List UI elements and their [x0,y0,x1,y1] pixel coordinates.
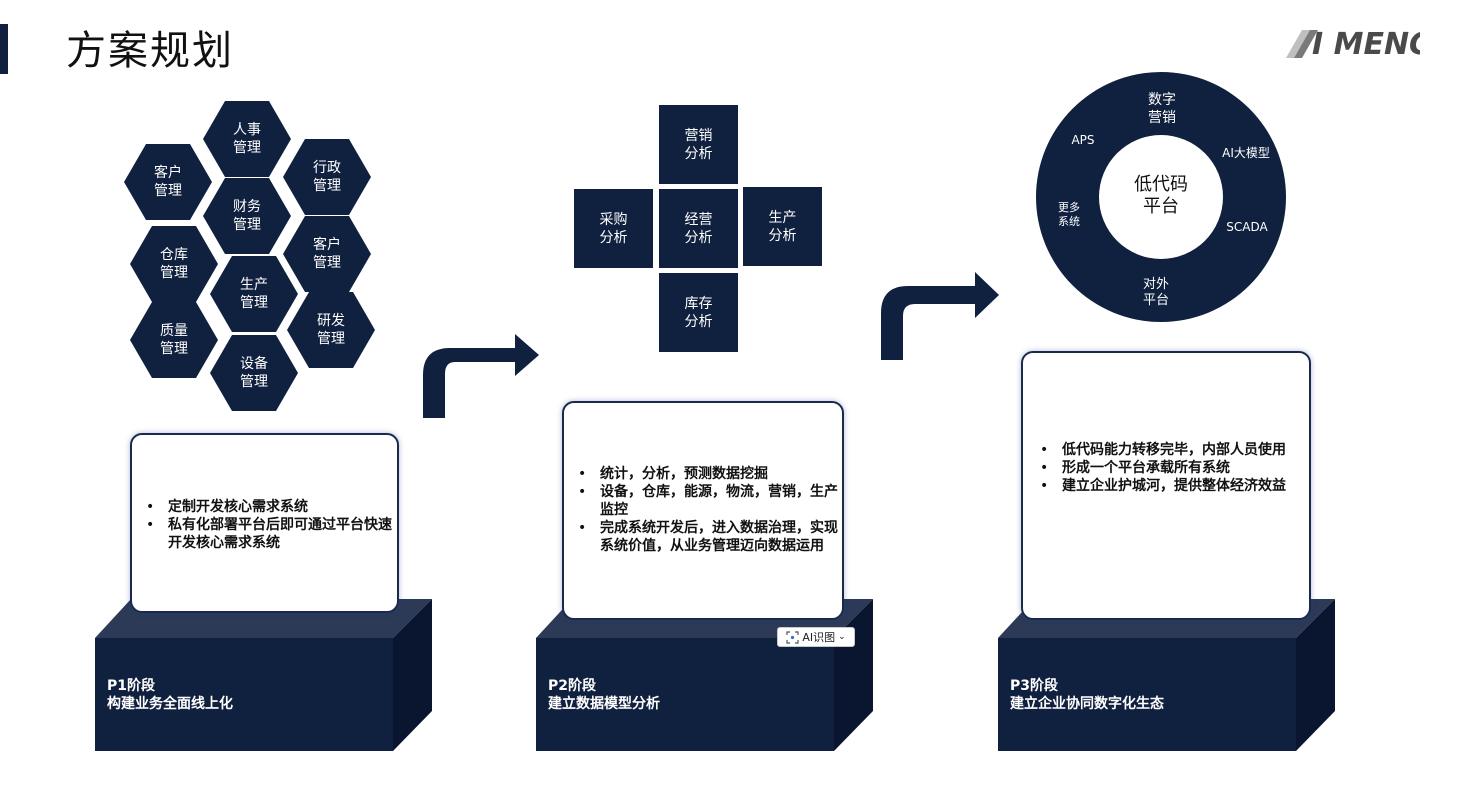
tile-marketing-analysis: 营销分析 [659,105,738,184]
p3-bullet-item: 建立企业护城河，提供整体经济效益 [1040,477,1302,495]
p3-stage-subtitle: 建立企业协同数字化生态 [1010,696,1164,712]
ring-item-ai-model: AI大模型 [1222,146,1270,160]
company-logo: I MENG [1286,27,1420,62]
p2-bullet-item: 设备，仓库，能源，物流，营销，生产监控 [578,483,842,519]
p2-bullet-item: 完成系统开发后，进入数据治理，实现系统价值，从业务管理迈向数据运用 [578,519,842,555]
hex-customer-management-2: 客户管理 [283,216,371,292]
p1-stage-title: P1阶段 [107,678,156,694]
title-accent-bar [0,24,8,74]
p3-stage-block [998,599,1335,751]
hex-finance-management: 财务管理 [203,178,291,254]
p3-bullet-item: 低代码能力转移完毕，内部人员使用 [1040,441,1302,459]
ring-center-label: 低代码平台 [1134,174,1188,217]
hex-rnd-management: 研发管理 [287,292,375,368]
p2-stage-block [536,599,873,751]
ring-item-external-platform: 对外平台 [1142,277,1169,308]
p3-bullet-item: 形成一个平台承载所有系统 [1040,459,1302,477]
ai-badge-label: AI识图 [802,631,836,644]
page-title: 方案规划 [66,28,234,74]
p1-stage-block [95,599,432,751]
tile-inventory-analysis: 库存分析 [659,273,738,352]
svg-text:I MENG: I MENG [1312,27,1420,62]
scan-icon [786,630,799,644]
p3-bullet-list: 低代码能力转移完毕，内部人员使用 形成一个平台承载所有系统 建立企业护城河，提供… [1040,441,1302,495]
tile-operations-analysis: 经营分析 [659,189,738,268]
ring-item-more-systems: 更多系统 [1058,201,1080,228]
p2-description-card: 统计，分析，预测数据挖掘 设备，仓库，能源，物流，营销，生产监控 完成系统开发后… [562,401,844,620]
p1-bullet-item: 私有化部署平台后即可通过平台快速开发核心需求系统 [146,516,393,552]
p2-stage-title: P2阶段 [548,678,597,694]
tile-production-analysis: 生产分析 [743,187,822,266]
hex-quality-management: 质量管理 [130,302,218,378]
chevron-down-icon: ⌄ [838,632,846,642]
ring-item-aps: APS [1071,133,1095,147]
p2-bullet-item: 统计，分析，预测数据挖掘 [578,465,842,483]
hex-customer-management: 客户管理 [124,144,212,220]
p3-stage-title: P3阶段 [1010,678,1059,694]
p3-description-card: 低代码能力转移完毕，内部人员使用 形成一个平台承载所有系统 建立企业护城河，提供… [1021,351,1311,620]
ring-item-digital-marketing: 数字营销 [1148,92,1176,126]
ring-item-scada: SCADA [1226,220,1268,234]
hex-equipment-management: 设备管理 [210,335,298,411]
tile-purchasing-analysis: 采购分析 [574,189,653,268]
hex-warehouse-management: 仓库管理 [130,226,218,302]
p2-bullet-list: 统计，分析，预测数据挖掘 设备，仓库，能源，物流，营销，生产监控 完成系统开发后… [578,465,842,555]
p1-bullet-list: 定制开发核心需求系统 私有化部署平台后即可通过平台快速开发核心需求系统 [146,498,393,552]
p1-bullet-item: 定制开发核心需求系统 [146,498,393,516]
p2-stage-label: P2阶段 建立数据模型分析 [548,677,660,713]
ai-recognize-button[interactable]: AI识图 ⌄ [777,627,855,647]
arrow-p2-to-p3-icon [881,272,999,360]
platform-ring-diagram [1036,72,1286,322]
hex-admin-management: 行政管理 [283,139,371,215]
p1-description-card: 定制开发核心需求系统 私有化部署平台后即可通过平台快速开发核心需求系统 [130,433,399,613]
arrow-p1-to-p2-icon [423,334,539,418]
p1-stage-label: P1阶段 构建业务全面线上化 [107,677,233,713]
p1-stage-subtitle: 构建业务全面线上化 [107,696,233,712]
p2-stage-subtitle: 建立数据模型分析 [548,696,660,712]
hex-hr-management: 人事管理 [203,101,291,177]
p3-stage-label: P3阶段 建立企业协同数字化生态 [1010,677,1164,713]
hex-production-management: 生产管理 [210,256,298,332]
